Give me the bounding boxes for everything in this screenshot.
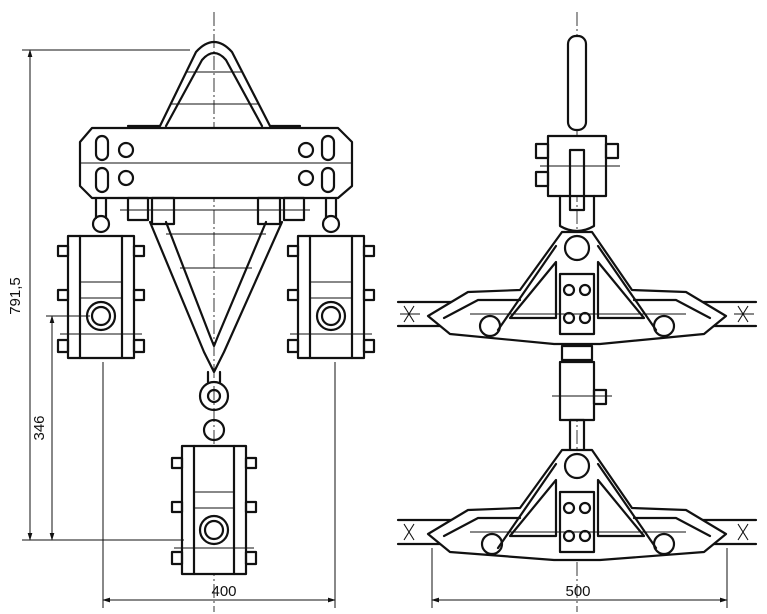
dim-front-width	[102, 362, 336, 608]
dim-lower-height	[46, 315, 90, 541]
bottom-clamp-assembly	[170, 418, 258, 576]
right-clamp-assembly	[286, 196, 376, 360]
lower-clamp-body	[426, 448, 728, 562]
v-link	[148, 220, 284, 412]
upper-clamp-body	[426, 230, 728, 346]
dim-overall-height-label: 791,5	[7, 277, 24, 315]
left-clamp-assembly	[56, 196, 146, 360]
dim-side-width-label: 500	[565, 583, 590, 600]
middle-link	[552, 344, 612, 454]
side-view: 500	[396, 12, 758, 612]
dim-front-width-label: 400	[211, 583, 236, 600]
yoke-plate	[78, 126, 354, 226]
dim-side-width	[431, 548, 728, 608]
top-rod	[566, 34, 588, 132]
front-view: 791,5 346 400	[7, 12, 376, 612]
lifting-bail	[126, 40, 302, 128]
dim-lower-height-label: 346	[31, 415, 48, 440]
